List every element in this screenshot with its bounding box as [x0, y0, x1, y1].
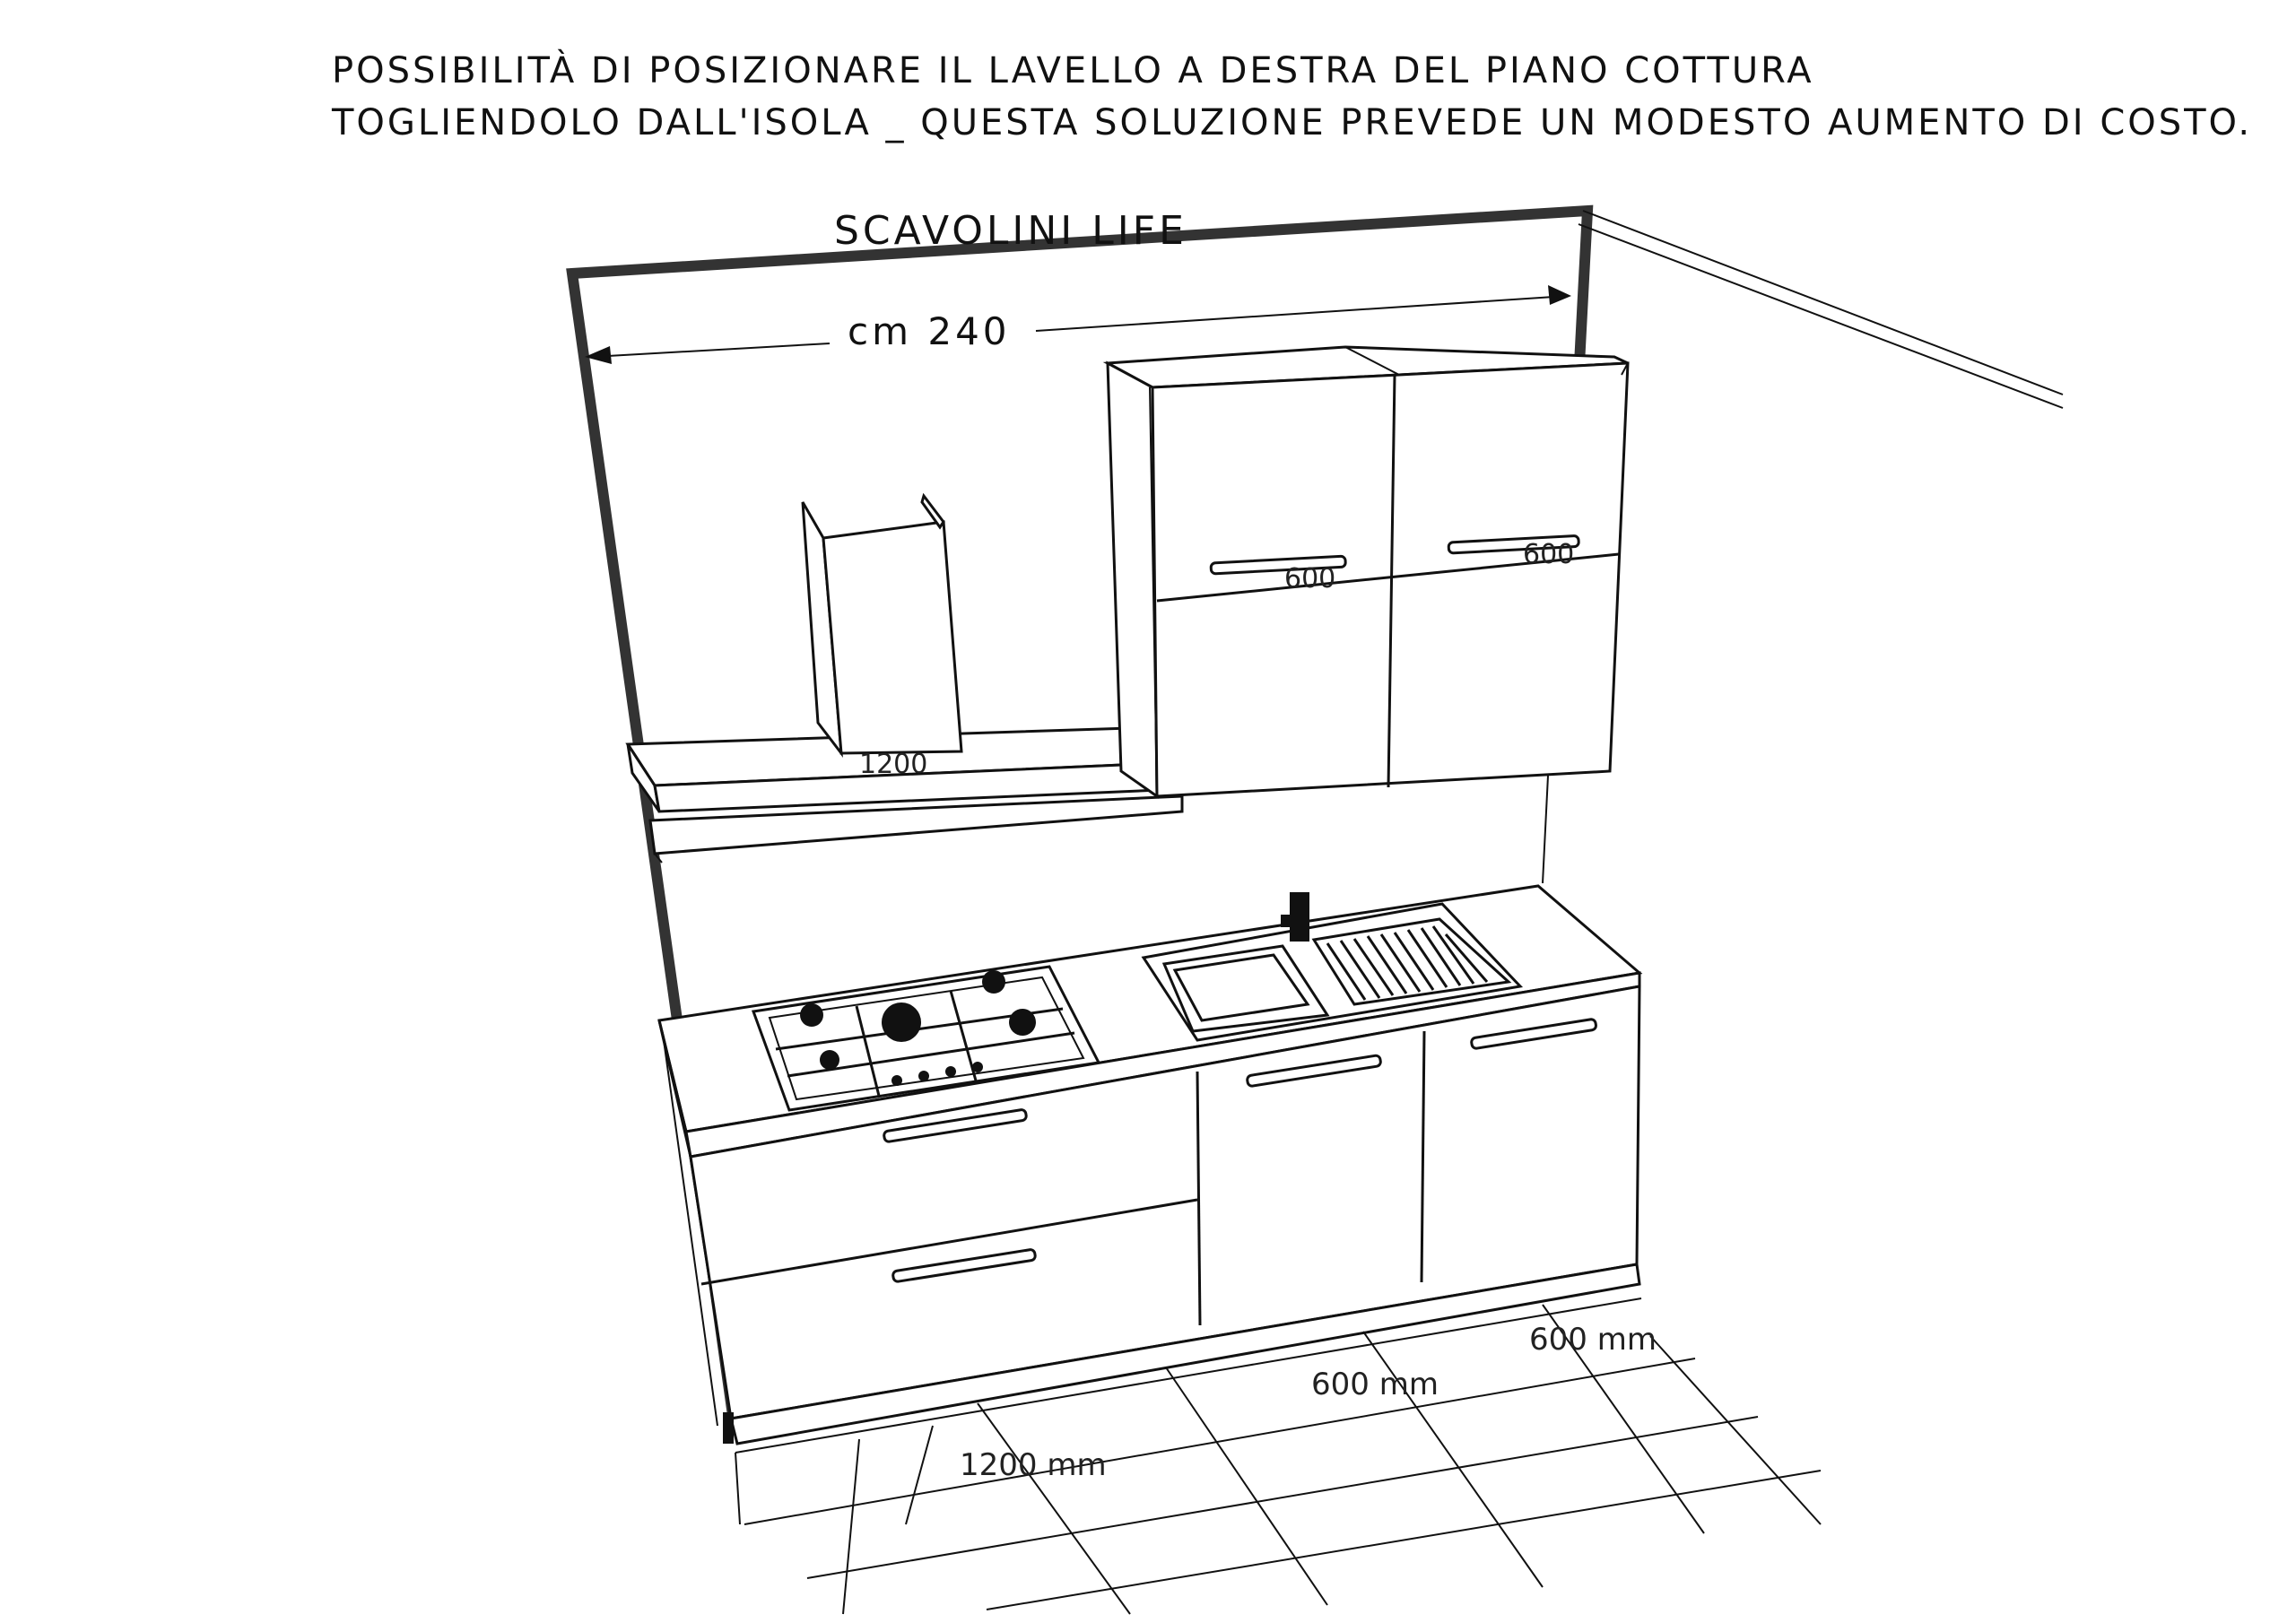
hood-shelf	[625, 726, 1187, 864]
brand-title: SCAVOLINI LIFE	[834, 208, 1187, 254]
gas-hob	[751, 965, 1101, 1112]
base-left-dimension: 1200 mm	[960, 1447, 1107, 1483]
base-mid-dimension: 600 mm	[1311, 1367, 1439, 1402]
hood-shelf-label: 1200	[859, 749, 927, 780]
note-line-1: POSSIBILITÀ DI POSIZIONARE IL LAVELLO A …	[332, 48, 1814, 91]
sink	[1141, 892, 1524, 1042]
wall-cabinet-handle-left	[1209, 554, 1347, 576]
wall-cabinets	[1102, 345, 1630, 799]
chimney-hood	[801, 492, 963, 758]
floor-tiles	[735, 1298, 1822, 1615]
side-wall-edge	[1578, 210, 2064, 409]
overall-dimension-line	[585, 285, 1571, 364]
note-line-2: TOGLIENDOLO DALL'ISOLA _ QUESTA SOLUZION…	[331, 102, 2252, 143]
wall-unit-left-label: 600	[1284, 563, 1335, 595]
wall-unit-right-label: 600	[1523, 539, 1574, 570]
overall-dimension-label: cm 240	[848, 309, 1011, 353]
base-right-dimension: 600 mm	[1529, 1322, 1657, 1358]
base-cabinet-handles	[883, 1018, 1597, 1283]
wall-cabinet-handle-right	[1447, 534, 1580, 555]
plinth-marker	[723, 1412, 734, 1444]
base-cabinets	[663, 985, 1641, 1445]
